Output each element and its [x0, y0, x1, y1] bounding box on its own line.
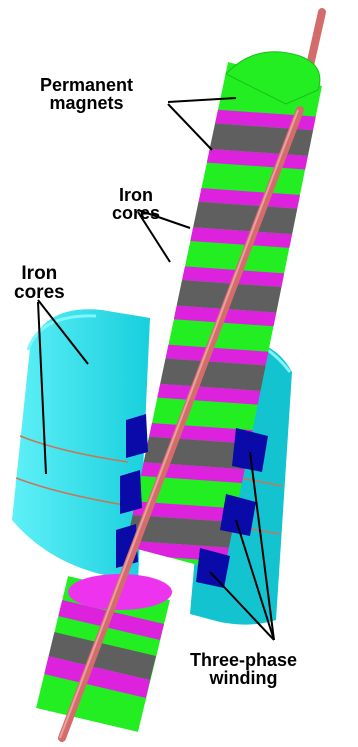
label-line: magnets	[40, 94, 133, 112]
label-line: cores	[14, 283, 65, 302]
label-line: cores	[112, 204, 160, 222]
label-iron-cores-left: Iron cores	[14, 264, 65, 302]
label-three-phase-winding: Three-phase winding	[190, 651, 297, 687]
label-line: Permanent	[40, 76, 133, 94]
label-line: Iron	[112, 186, 160, 204]
label-line: Three-phase	[190, 651, 297, 669]
label-line: Iron	[14, 264, 65, 283]
label-iron-cores-upper: Iron cores	[112, 186, 160, 222]
label-line: winding	[190, 669, 297, 687]
label-permanent-magnets: Permanent magnets	[40, 76, 133, 112]
